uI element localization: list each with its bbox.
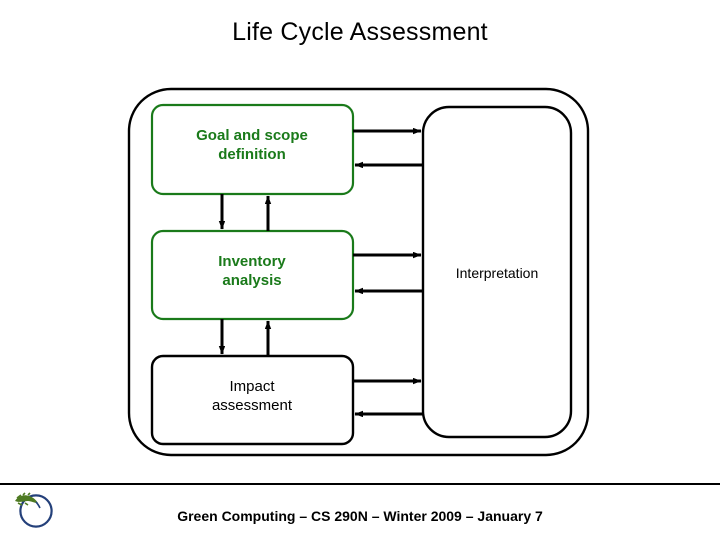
ucsb-bren-logo <box>12 492 58 534</box>
footer-divider <box>0 483 720 485</box>
box-interpretation-label: Interpretation <box>455 265 539 281</box>
logo-circle <box>19 494 53 528</box>
box-inventory-analysis[interactable] <box>150 229 355 321</box>
logo-leaf-stem <box>35 501 41 509</box>
box-goal-and-scope-definition-label: Goal and scope definition <box>196 127 308 164</box>
box-goal-and-scope-definition[interactable] <box>150 103 355 196</box>
box-impact-assessment[interactable] <box>150 354 355 446</box>
logo-leaf-veins <box>16 492 31 506</box>
logo-moon-shape <box>31 502 45 516</box>
lca-diagram-canvas <box>127 87 590 457</box>
logo-leaf-icon <box>15 495 38 503</box>
lca-diagram: Goal and scope definition Inventory anal… <box>127 87 590 457</box>
box-inventory-analysis-label: Inventory analysis <box>218 253 286 290</box>
outer-frame <box>127 87 590 457</box>
box-impact-assessment-label: Impact assessment <box>211 378 293 415</box>
page-title: Life Cycle Assessment <box>232 18 488 46</box>
box-interpretation[interactable] <box>421 105 573 439</box>
footer-text: Green Computing – CS 290N – Winter 2009 … <box>177 508 543 524</box>
